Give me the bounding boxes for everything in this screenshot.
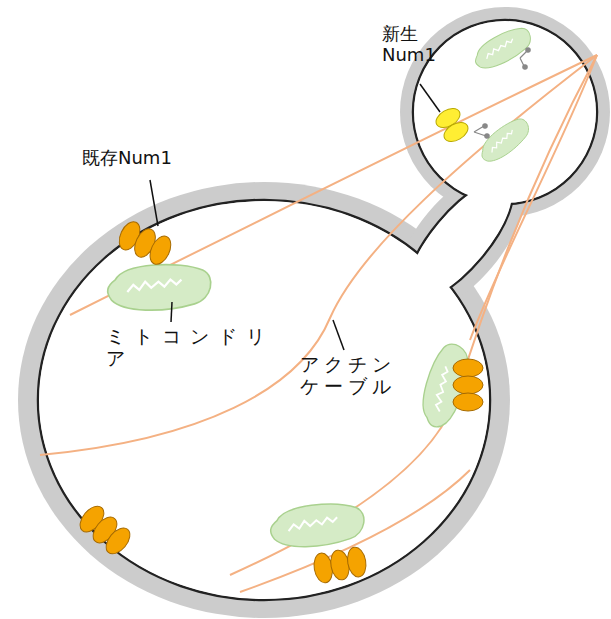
leader-line xyxy=(150,84,440,350)
linker-symbol xyxy=(474,48,530,138)
mitochondrion xyxy=(106,260,213,314)
num1-cluster xyxy=(312,546,368,585)
cytoplasm xyxy=(39,21,596,599)
mitochondrion xyxy=(470,21,536,75)
num1-cluster xyxy=(75,502,134,558)
callout-label: ミトコンドリア xyxy=(106,326,288,370)
cell-wall xyxy=(18,7,610,618)
callout-label: 既存Num1 xyxy=(82,148,172,169)
actin-cable xyxy=(40,55,597,592)
cell-membrane xyxy=(38,20,597,600)
callout-label: 新生 Num1 xyxy=(382,24,438,65)
mitochondrion xyxy=(475,113,534,168)
num1-cluster xyxy=(453,359,483,411)
mitochondrion xyxy=(268,498,367,552)
callout-label: アクチン ケーブル xyxy=(300,354,412,398)
num1-cluster xyxy=(115,218,175,267)
